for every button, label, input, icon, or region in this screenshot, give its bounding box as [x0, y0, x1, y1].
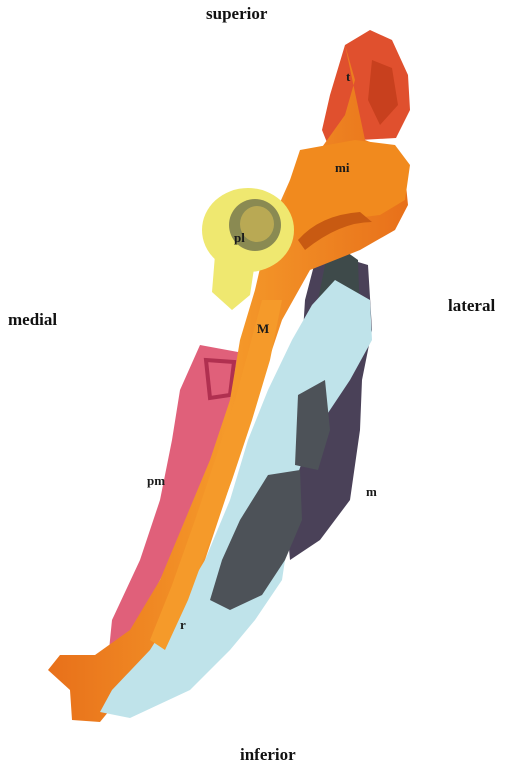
label-inferior: inferior [240, 745, 296, 765]
label-medial: medial [8, 310, 57, 330]
label-r: r [180, 617, 186, 632]
label-pl: pl [234, 230, 245, 245]
label-pm: pm [147, 473, 165, 488]
yellow-ring-hole [240, 206, 274, 242]
yellow-lower-lobe [212, 255, 255, 310]
label-mi: mi [335, 160, 350, 175]
label-lateral: lateral [448, 296, 495, 316]
label-m: m [366, 484, 377, 499]
label-superior: superior [206, 4, 267, 24]
label-t: t [346, 69, 351, 84]
label-M: M [257, 321, 269, 336]
